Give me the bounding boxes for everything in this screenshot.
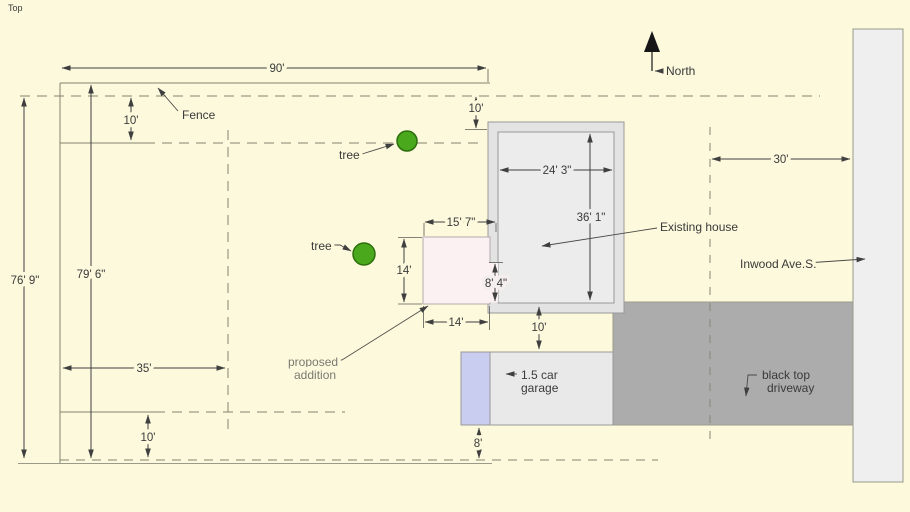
dim-rear-gap: 10': [141, 432, 156, 444]
tree-upper-leader: [361, 143, 395, 155]
dim-house-width: 24' 3": [543, 165, 572, 177]
driveway-label-line1: black top: [762, 368, 810, 382]
tree-lower-label: tree: [311, 239, 332, 253]
dim-addition-top-span: 15' 7": [447, 217, 476, 229]
dim-fence-depth: 79' 6": [77, 269, 106, 281]
dimensions: 90' 10' 10' 76' 9" 79' 6" 24' 3" 36' 1" …: [7, 60, 851, 459]
dim-addition-depth: 14': [397, 265, 412, 277]
existing-house-leader: [541, 227, 658, 248]
dim-house-gap-top: 10': [469, 103, 484, 115]
dim-addition-width: 14': [449, 317, 464, 329]
dim-wall-opening: 8' 4": [485, 278, 507, 290]
proposed-addition-leader: [331, 305, 429, 362]
proposed-addition[interactable]: [422, 236, 491, 305]
driveway-label-line2: driveway: [767, 381, 814, 395]
existing-house-inner[interactable]: [497, 131, 615, 304]
dim-street-setback: 30': [774, 154, 789, 166]
dim-garage-rear-gap: 8': [474, 438, 483, 450]
tree-upper-label: tree: [339, 148, 360, 162]
tree-lower[interactable]: [352, 242, 376, 266]
dim-fence-gap-top: 10': [124, 115, 139, 127]
dim-side-setback: 35': [137, 363, 152, 375]
proposed-addition-label-line1: proposed: [288, 355, 338, 369]
tree-upper[interactable]: [396, 130, 418, 152]
north-arrow-head: [644, 31, 660, 52]
north-arrow: [644, 31, 664, 74]
existing-house-label: Existing house: [660, 220, 738, 234]
proposed-addition-label-line2: addition: [294, 368, 336, 382]
dim-lot-depth: 76' 9": [11, 275, 40, 287]
dim-house-depth: 36' 1": [577, 212, 606, 224]
fence-label: Fence: [182, 108, 216, 122]
street-leader: [805, 256, 866, 264]
garage-accent-bay[interactable]: [460, 351, 491, 426]
view-label: Top: [8, 3, 23, 13]
driveway-leader: [744, 374, 757, 397]
driveway[interactable]: [612, 301, 854, 426]
street-road[interactable]: [852, 28, 904, 483]
dim-lot-width: 90': [270, 63, 285, 75]
garage-label-line1: 1.5 car: [521, 368, 558, 382]
tree-lower-leader: [331, 244, 352, 252]
garage-label-line2: garage: [521, 381, 559, 395]
dim-house-garage-gap: 10': [532, 322, 547, 334]
north-label: North: [666, 64, 695, 78]
fence-leader: [157, 87, 179, 112]
label-leaders: [157, 87, 866, 397]
street-label: Inwood Ave.S.: [740, 257, 817, 271]
